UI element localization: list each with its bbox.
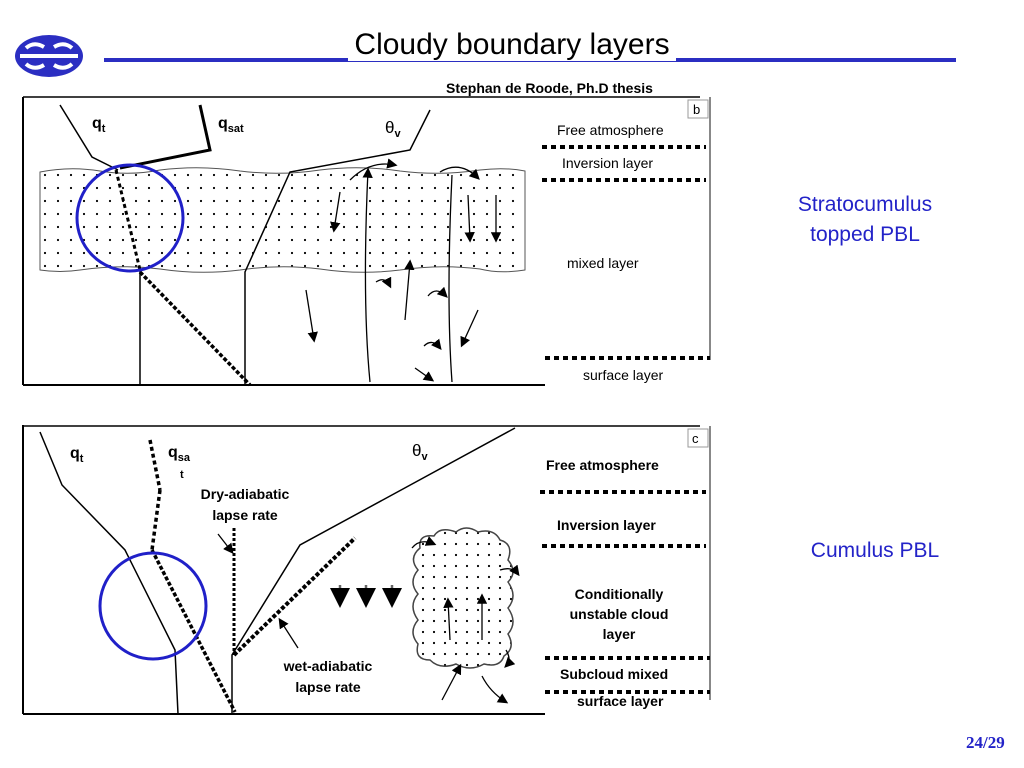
layer-surface: surface layer	[577, 693, 664, 709]
stratocumulus-panel: qt qsat θv b Free atmosphere Inversion l…	[22, 96, 711, 387]
theta-v-profile	[231, 427, 516, 714]
layer-free-atmosphere: Free atmosphere	[557, 122, 664, 138]
subsidence-arrows	[330, 585, 402, 608]
panel-tag-c: c	[692, 431, 699, 446]
stratocumulus-caption-line-2: topped PBL	[810, 223, 920, 246]
layer-cloud-3: layer	[603, 626, 636, 642]
wet-adiabat-pointer	[278, 617, 299, 649]
wet-adiabatic-label-2: lapse rate	[295, 679, 361, 695]
qt-profile-cloud	[114, 169, 142, 271]
highlight-circle	[98, 551, 208, 661]
label-qsat: qsa	[168, 444, 191, 464]
highlight-circle	[75, 163, 185, 273]
cumulus-caption: Cumulus PBL	[810, 539, 940, 562]
qsat-profile-lower	[138, 270, 252, 387]
layer-cloud-1: Conditionally	[575, 586, 664, 602]
layer-separators	[540, 490, 710, 694]
label-qt: qt	[92, 115, 106, 135]
layer-inversion: Inversion layer	[562, 155, 653, 171]
layer-mixed: mixed layer	[567, 255, 639, 271]
label-theta-v: θv	[412, 441, 428, 463]
label-theta-v: θv	[385, 118, 401, 140]
cumulus-cloud	[412, 527, 514, 669]
wet-adiabat-line	[232, 536, 357, 657]
stratocumulus-caption-line-1: Stratocumulus	[797, 193, 933, 216]
turbulence-arrows	[305, 158, 502, 383]
dry-adiabatic-label-2: lapse rate	[212, 507, 278, 523]
layer-free-atmosphere: Free atmosphere	[546, 457, 659, 473]
slide-title: Cloudy boundary layers	[0, 28, 1024, 62]
layer-separators	[542, 145, 710, 360]
ecmwf-logo-icon	[15, 35, 83, 77]
stratocumulus-caption: Stratocumulus topped PBL	[770, 190, 960, 250]
layer-surface: surface layer	[583, 367, 663, 383]
panel-tag-b: b	[693, 102, 700, 117]
stratocumulus-cloud	[39, 167, 526, 273]
qsat-profile-lower	[150, 549, 237, 713]
dry-adiabat-pointer	[217, 533, 234, 555]
cumulus-panel: qt qsa t θv c Dry-adiabatic lapse rate w…	[22, 425, 711, 715]
thesis-credit: Stephan de Roode, Ph.D thesis	[446, 80, 653, 96]
qt-profile	[39, 431, 179, 715]
panel-corner-box	[687, 99, 709, 119]
panel-corner-box	[687, 428, 709, 448]
page-number: 24/29	[966, 733, 1005, 752]
qsat-profile-mid	[150, 489, 162, 551]
layer-inversion: Inversion layer	[557, 517, 656, 533]
layer-subcloud: Subcloud mixed	[560, 666, 668, 682]
wet-adiabatic-label-1: wet-adiabatic	[283, 658, 373, 674]
theta-v-profile	[244, 109, 431, 385]
qt-profile-free	[59, 104, 119, 171]
label-qt: qt	[70, 445, 84, 465]
label-qsat-wrap: t	[180, 469, 184, 481]
layer-cloud-2: unstable cloud	[570, 606, 669, 622]
slide-title-text: Cloudy boundary layers	[348, 28, 676, 61]
dry-adiabatic-label-1: Dry-adiabatic	[201, 486, 290, 502]
convection-arrows	[411, 536, 520, 704]
label-qsat: qsat	[218, 115, 244, 135]
qsat-profile-top	[148, 439, 162, 491]
qsat-profile-top	[119, 104, 212, 170]
